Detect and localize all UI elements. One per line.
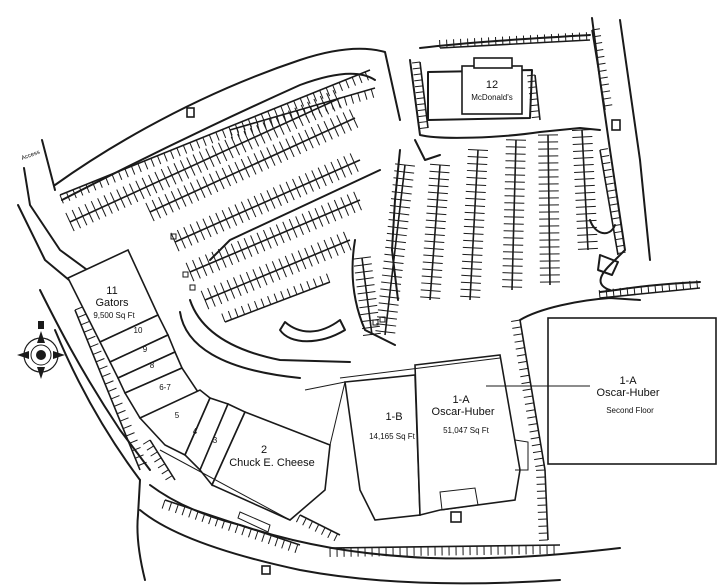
shopping-center	[66, 248, 717, 533]
small-structures	[186, 107, 621, 575]
tenant-9-id: 9	[143, 345, 148, 354]
second-floor-id: 1-A	[619, 375, 637, 387]
building-2	[210, 410, 331, 521]
building-1-b	[344, 374, 421, 521]
building-12	[461, 65, 523, 115]
tenant-2-id: 2	[261, 444, 267, 456]
second-floor-panel	[547, 317, 717, 465]
tenant-4-id: 4	[193, 427, 198, 436]
kiosk-structure-east	[611, 119, 621, 131]
tenant-8-id: 8	[150, 361, 155, 370]
tenant-11-name: Gators	[95, 297, 129, 309]
accessible-parking-markers	[170, 233, 386, 326]
tenant-12-id: 12	[486, 79, 498, 91]
road-curbs	[17, 17, 701, 585]
tenant-1-a-size: 51,047 Sq Ft	[443, 426, 490, 435]
tenant-5-id: 5	[175, 411, 180, 420]
tenant-1-a-name: Oscar-Huber	[432, 406, 495, 418]
second-floor-note: Second Floor	[606, 406, 654, 415]
tenant-11-size: 9,500 Sq Ft	[93, 311, 135, 320]
compass-rose-icon	[17, 321, 65, 379]
kiosk-structure-south	[450, 511, 462, 523]
tenant-2-name: Chuck E. Cheese	[229, 457, 315, 469]
kiosk-structure	[186, 107, 195, 118]
parking-islands	[279, 139, 619, 343]
kiosk-structure-bottom	[261, 565, 271, 575]
building-1-a	[414, 354, 521, 517]
tenant-1-a-id: 1-A	[452, 394, 470, 406]
tenant-1-b-id: 1-B	[385, 411, 402, 423]
tenant-1-b-size: 14,165 Sq Ft	[369, 432, 416, 441]
tenant-12-name: McDonald's	[471, 93, 513, 102]
tenant-3-id: 3	[213, 436, 218, 445]
mcdonalds-pad: 12 McDonald's	[427, 57, 533, 121]
tenant-10-id: 10	[134, 326, 143, 335]
tenant-6-7-id: 6-7	[159, 383, 171, 392]
second-floor-name: Oscar-Huber	[597, 387, 660, 399]
tenant-11-id: 11	[106, 285, 117, 297]
access-label: Access	[21, 150, 41, 162]
